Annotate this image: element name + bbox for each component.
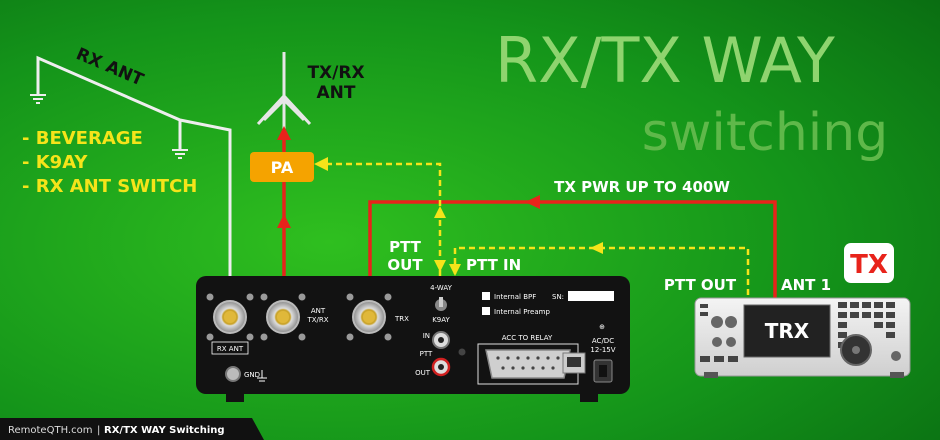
ethernet-port-icon <box>562 352 586 374</box>
ant-txrx-connector <box>266 300 300 334</box>
acc-label: ACC TO RELAY <box>502 334 553 342</box>
txrx-antenna-icon <box>256 52 312 140</box>
led-indicator <box>458 348 466 356</box>
trx-radio <box>694 297 911 378</box>
footer-site: RemoteQTH.com <box>8 425 92 436</box>
radio-ant-label: ANT 1 <box>781 276 831 294</box>
ant-txrx-port-label-1: ANT <box>311 307 326 315</box>
rx-ant-port-label-frame <box>211 341 249 355</box>
ant-txrx-port-label-2: TX/RX <box>306 316 328 324</box>
ptt-out-label-2: OUT <box>387 256 423 274</box>
rx-ant-type-beverage: - BEVERAGE <box>22 128 143 149</box>
internal-preamp-label: Internal Preamp <box>494 308 550 316</box>
title-line2: switching <box>642 103 888 163</box>
ground-icon <box>30 94 46 104</box>
internal-preamp-checkbox[interactable] <box>482 307 490 315</box>
tx-power-label: TX PWR UP TO 400W <box>554 178 730 196</box>
k9ay-label: K9AY <box>432 316 450 324</box>
radio-ptt-out-label: PTT OUT <box>664 276 737 294</box>
serial-number-label: SN: <box>552 293 564 301</box>
ground-icon <box>172 149 188 159</box>
rx-ant-connector <box>213 300 247 334</box>
power-symbol-icon: ⊕ <box>599 323 605 331</box>
pa-label: PA <box>271 158 294 177</box>
ptt-in-jack-label: IN <box>423 332 430 340</box>
txrx-ant-label-2: ANT <box>317 83 356 103</box>
txrx-ant-label-1: TX/RX <box>307 63 364 83</box>
internal-bpf-label: Internal BPF <box>494 293 536 301</box>
rx-antenna <box>36 55 232 290</box>
trx-connector <box>352 300 386 334</box>
rx-ant-type-switch: - RX ANT SWITCH <box>22 176 197 197</box>
rf-arrow <box>277 126 540 228</box>
tx-badge <box>844 243 894 283</box>
footer-separator: | <box>97 425 100 436</box>
gnd-terminal <box>225 366 241 382</box>
pa-block <box>250 152 314 182</box>
trx-port-label: TRX <box>394 315 409 323</box>
footer-title: RX/TX WAY Switching <box>104 425 225 436</box>
ptt-out-label-1: PTT <box>389 238 422 256</box>
ptt-arrow <box>314 157 603 276</box>
rx-ant-port-label: RX ANT <box>217 345 244 353</box>
ptt-out-jack-label: OUT <box>415 369 431 377</box>
four-way-toggle-switch[interactable] <box>435 297 447 311</box>
switch-box <box>196 276 630 402</box>
rf-path <box>282 140 777 300</box>
tx-badge-label: TX <box>850 250 888 280</box>
footer-bar <box>0 418 264 440</box>
dc-power-jack <box>593 359 613 383</box>
internal-bpf-checkbox[interactable] <box>482 292 490 300</box>
ptt-jack-label: PTT <box>420 350 433 358</box>
gnd-label: GND <box>244 371 260 379</box>
four-way-label: 4-WAY <box>430 284 452 292</box>
ptt-in-jack-hole <box>438 337 444 343</box>
ptt-out-jack-hole <box>438 364 444 370</box>
acdc-label: AC/DC <box>592 337 614 345</box>
ptt-in-label: PTT IN <box>466 256 521 274</box>
trx-display-label: TRX <box>765 319 810 343</box>
ground-icon <box>257 370 267 382</box>
serial-number-field <box>568 291 614 301</box>
title-line1: RX/TX WAY <box>495 24 835 97</box>
rx-ant-type-k9ay: - K9AY <box>22 152 88 173</box>
voltage-label: 12-15V <box>590 346 615 354</box>
acc-db15-connector <box>485 349 571 379</box>
